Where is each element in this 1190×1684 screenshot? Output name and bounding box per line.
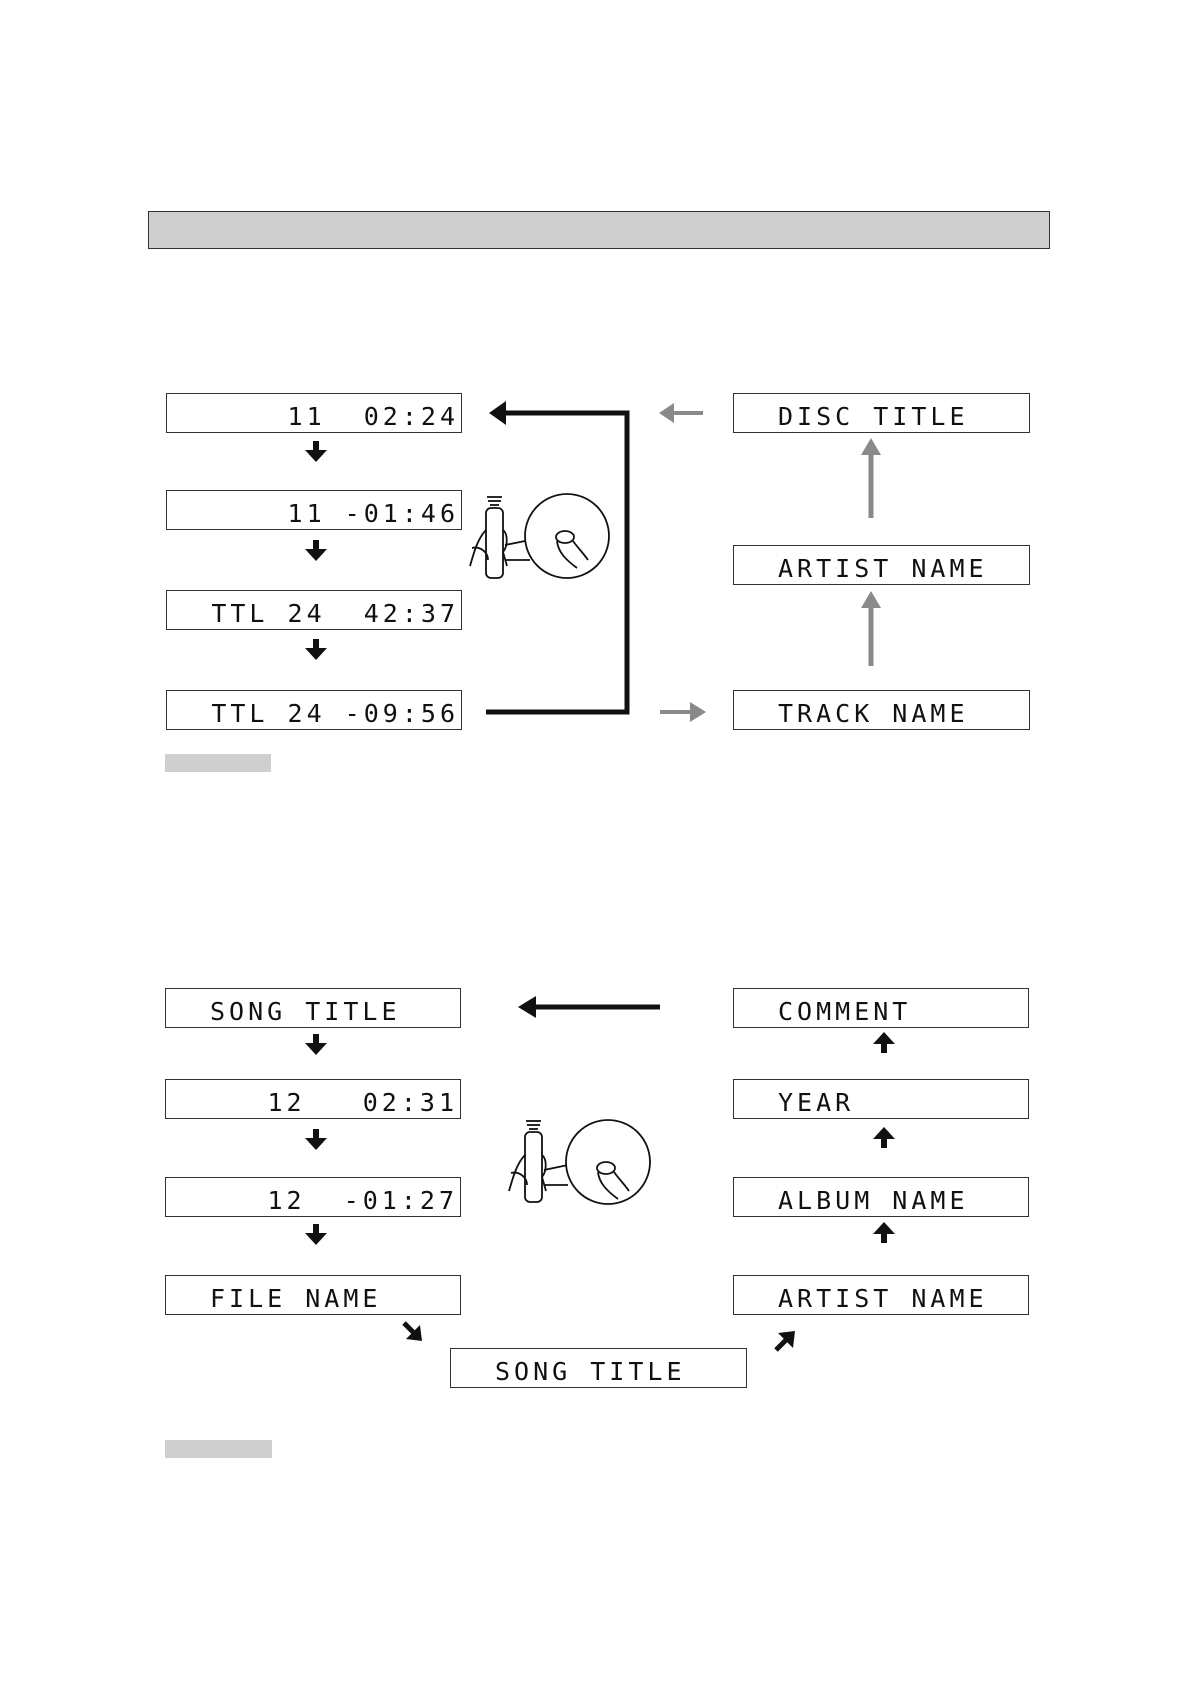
down-arrow-icon: [305, 1034, 327, 1055]
lcd-display: 12 -01:27: [165, 1177, 461, 1217]
up-arrow-icon: [873, 1127, 895, 1148]
lcd-display: ARTIST NAME: [733, 1275, 1029, 1315]
lcd-display: COMMENT: [733, 988, 1029, 1028]
remote-control-icon: [469, 496, 531, 579]
finger-press-icon: [565, 1119, 651, 1205]
lcd-display: 11 02:24: [166, 393, 462, 433]
lcd-text: TTL 24 -09:56: [211, 699, 459, 728]
gray-left-arrow-icon: [659, 403, 703, 423]
gray-up-arrow-icon: [861, 591, 881, 666]
lcd-text: TRACK NAME: [778, 699, 969, 728]
lcd-display: TTL 24 -09:56: [166, 690, 462, 730]
lcd-display: ARTIST NAME: [733, 545, 1030, 585]
down-arrow-icon: [305, 639, 327, 660]
gray-up-arrow-icon: [861, 438, 881, 518]
lcd-text: ARTIST NAME: [778, 554, 988, 583]
down-arrow-icon: [305, 1224, 327, 1245]
up-arrow-icon: [873, 1032, 895, 1053]
lcd-text: 11 02:24: [287, 402, 459, 431]
diagonal-up-right-arrow-icon: [774, 1331, 795, 1352]
up-arrow-icon: [873, 1222, 895, 1243]
return-arrow-icon: [486, 401, 630, 715]
remote-control-icon: [508, 1120, 569, 1203]
lcd-text: 11 -01:46: [287, 499, 459, 528]
lcd-display: ALBUM NAME: [733, 1177, 1029, 1217]
lcd-display: YEAR: [733, 1079, 1029, 1119]
lcd-display: 12 02:31: [165, 1079, 461, 1119]
caption-swatch: [165, 754, 271, 772]
down-arrow-icon: [305, 1129, 327, 1150]
lcd-text: YEAR: [778, 1088, 855, 1117]
section-header-bar: [148, 211, 1050, 249]
lcd-display: FILE NAME: [165, 1275, 461, 1315]
lcd-text: SONG TITLE: [495, 1357, 686, 1386]
diagonal-down-right-arrow-icon: [402, 1321, 422, 1341]
caption-swatch: [165, 1440, 272, 1458]
long-left-arrow-icon: [518, 996, 660, 1018]
lcd-display: 11 -01:46: [166, 490, 462, 530]
down-arrow-icon: [305, 540, 327, 561]
lcd-display: SONG TITLE: [450, 1348, 747, 1388]
gray-right-arrow-icon: [660, 702, 706, 722]
lcd-display: TTL 24 42:37: [166, 590, 462, 630]
lcd-text: ALBUM NAME: [778, 1186, 969, 1215]
lcd-text: 12 02:31: [267, 1088, 458, 1117]
down-arrow-icon: [305, 441, 327, 462]
lcd-text: 12 -01:27: [267, 1186, 458, 1215]
finger-press-icon: [524, 493, 610, 579]
lcd-display: DISC TITLE: [733, 393, 1030, 433]
lcd-text: COMMENT: [778, 997, 912, 1026]
lcd-text: ARTIST NAME: [778, 1284, 988, 1313]
lcd-display: SONG TITLE: [165, 988, 461, 1028]
lcd-text: TTL 24 42:37: [211, 599, 459, 628]
lcd-text: SONG TITLE: [210, 997, 401, 1026]
lcd-text: DISC TITLE: [778, 402, 969, 431]
lcd-text: FILE NAME: [210, 1284, 382, 1313]
lcd-display: TRACK NAME: [733, 690, 1030, 730]
